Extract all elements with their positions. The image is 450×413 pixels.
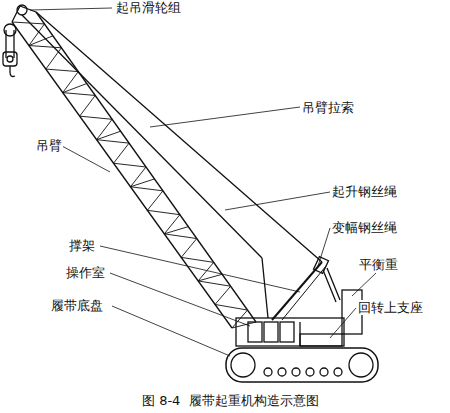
boom-lattice [12,22,256,328]
leader-line [225,192,330,210]
boom-stay [36,12,322,262]
head-sheave [17,5,27,15]
slewing-base [300,334,342,346]
hoist-rope-label: 起升钢丝绳 [331,184,398,199]
boom-chord [36,12,256,322]
leader-line [62,146,110,172]
leader-line [100,246,300,292]
leader-line [330,308,356,338]
boom-head [12,6,36,22]
figure-caption: 图 8-4 履带起重机构造示意图 [142,393,319,408]
boom-chord [12,22,232,328]
leader-line [110,273,250,326]
counterweight-label: 平衡重 [358,257,399,272]
hoist-rope [262,258,268,318]
slewing-base-label: 回转上支座 [357,300,424,315]
crawler-track [226,348,378,382]
leader-line [150,107,300,127]
hook-sheave [7,56,13,62]
cab-window [264,322,278,342]
crawler-label: 履带底盘 [50,298,104,313]
cab-window [280,322,294,342]
leader-line [30,8,112,10]
pulley-block-label: 起吊滑轮组 [115,0,182,15]
hook-rope [5,30,6,58]
luffing-block [314,257,329,274]
track-wheel [231,353,255,377]
cab-label: 操作室 [65,265,106,280]
luffing-rope-label: 变幅钢丝绳 [331,220,398,235]
luffing-rope [327,268,340,300]
boom-stay-label: 吊臂拉索 [301,100,355,115]
cab-window [248,322,262,342]
upper-house [236,318,344,346]
track-rollers [264,368,342,376]
hook-block [3,52,17,66]
hook [10,66,15,77]
hook-rope [13,30,14,58]
hoist-rope [22,15,262,258]
leader-line [352,273,376,296]
leader-line [112,306,230,356]
leader-line [318,228,330,266]
strut [282,266,326,320]
strut-label: 撑架 [68,238,96,253]
boom-label: 吊臂 [35,138,63,153]
track-wheel [349,353,373,377]
